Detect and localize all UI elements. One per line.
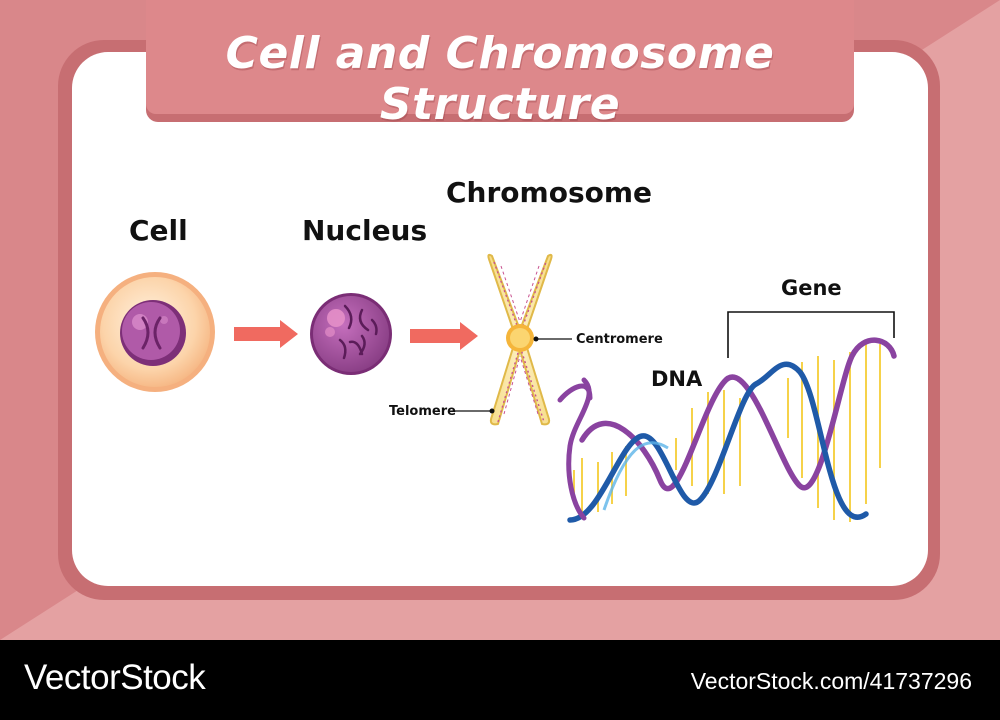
arrow-icon (234, 320, 298, 348)
nucleus-label: Nucleus (302, 214, 428, 247)
title-band (146, 0, 854, 114)
dna-label: DNA (651, 367, 703, 391)
footer-bar (0, 640, 1000, 720)
telomere-label: Telomere (389, 404, 456, 419)
gene-label: Gene (781, 276, 842, 300)
nucleus-illustration (310, 293, 392, 375)
arrow-icon (410, 322, 478, 350)
centromere-label: Centromere (576, 332, 663, 347)
cell-label: Cell (129, 214, 188, 247)
dna-helix-illustration (557, 311, 897, 523)
diagram-artwork (95, 253, 897, 523)
chromosome-illustration (452, 253, 572, 426)
brand-logo: VectorStock (24, 658, 206, 697)
stock-id-text: VectorStock.com/41737296 (690, 668, 972, 694)
diagram-panel (72, 52, 928, 586)
chromosome-label: Chromosome (446, 176, 653, 209)
cell-illustration (95, 272, 215, 392)
page-title: Cell and Chromosome Structure (225, 28, 775, 130)
